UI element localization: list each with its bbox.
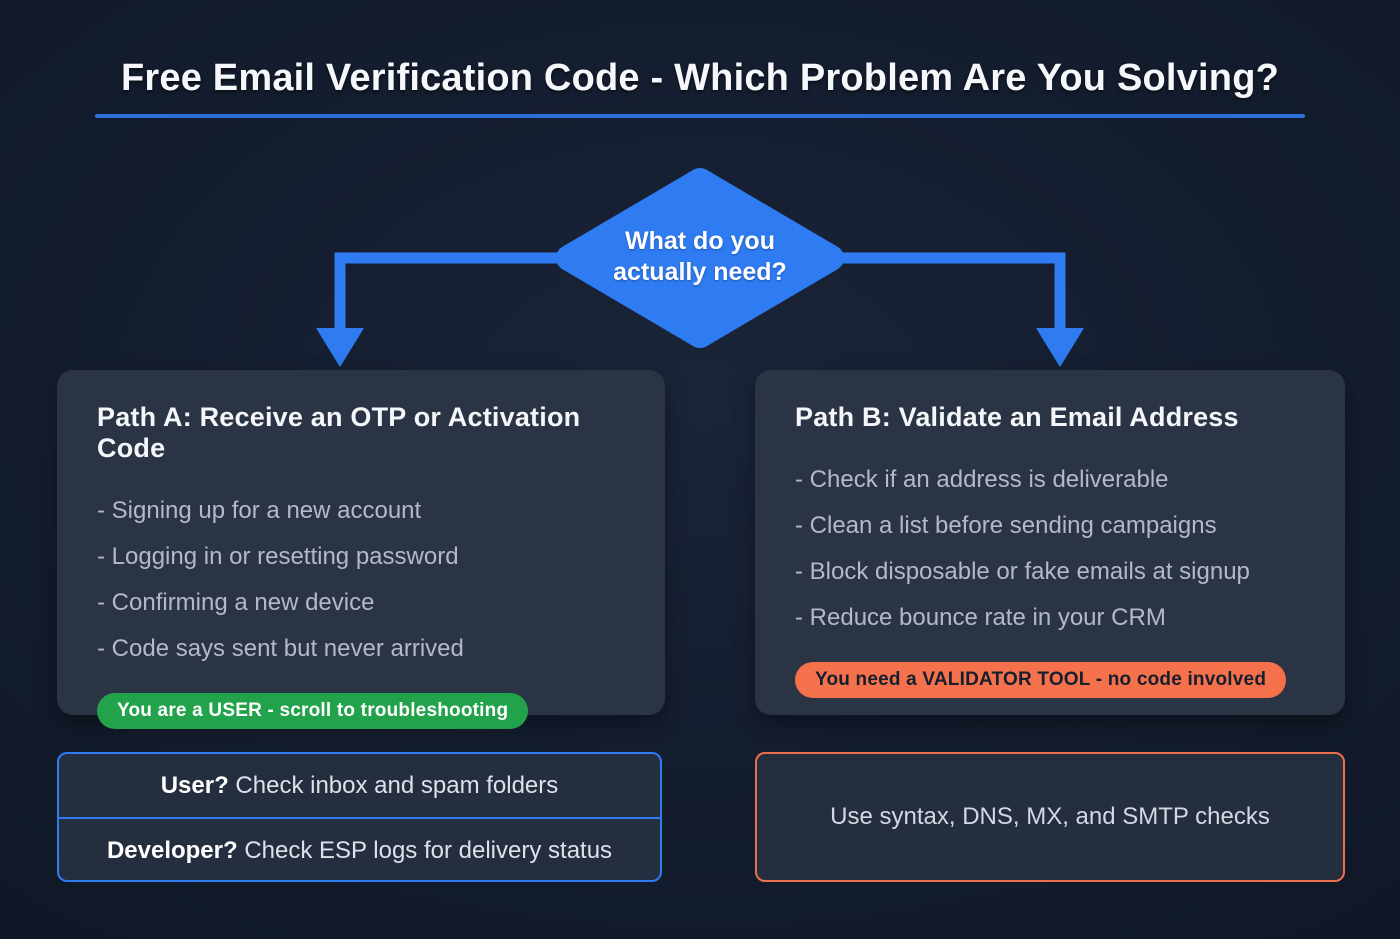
footer-developer-row: Developer? Check ESP logs for delivery s…	[59, 817, 660, 882]
footer-developer-row-bold: Developer?	[106, 836, 238, 864]
title-underline	[95, 114, 1305, 118]
path-b-heading: Path B: Validate an Email Address	[795, 402, 1239, 432]
path-a-list: - Signing up for a new account - Logging…	[97, 488, 625, 672]
footer-user-row-bold: User?	[160, 771, 229, 799]
list-item: - Signing up for a new account	[97, 497, 422, 524]
path-a-badge: You are a USER - scroll to troubleshooti…	[97, 693, 529, 729]
footer-user-developer-box: User? Check inbox and spam folders Devel…	[57, 752, 662, 882]
list-item: - Check if an address is deliverable	[795, 466, 1169, 493]
decision-label-line2: actually need?	[613, 258, 787, 286]
path-a-card: Path A: Receive an OTP or Activation Cod…	[48, 370, 665, 729]
path-b-card: Path B: Validate an Email Address - Chec…	[746, 370, 1345, 721]
page-title: Free Email Verification Code - Which Pro…	[120, 57, 1280, 99]
footer-developer-row-text: Check ESP logs for delivery status	[244, 836, 613, 864]
footer-validator-box: Use syntax, DNS, MX, and SMTP checks	[755, 752, 1345, 882]
list-item: - Confirming a new device	[97, 589, 375, 616]
list-item: - Clean a list before sending campaigns	[795, 512, 1217, 539]
list-item: - Block disposable or fake emails at sig…	[795, 558, 1250, 585]
list-item: - Logging in or resetting password	[97, 543, 459, 570]
list-item: - Reduce bounce rate in your CRM	[795, 604, 1166, 631]
footer-validator-text: Use syntax, DNS, MX, and SMTP checks	[830, 803, 1270, 830]
decision-node-label: What do you actually need?	[555, 226, 845, 288]
path-b-list: - Check if an address is deliverable - C…	[795, 457, 1305, 641]
arrowhead-right-icon	[1036, 328, 1084, 367]
path-a-heading: Path A: Receive an OTP or Activation Cod…	[97, 402, 581, 463]
arrowhead-left-icon	[316, 328, 364, 367]
path-b-badge: You need a VALIDATOR TOOL - no code invo…	[795, 662, 1287, 698]
list-item: - Code says sent but never arrived	[97, 635, 464, 662]
footer-user-row-text: Check inbox and spam folders	[235, 771, 559, 799]
footer-user-row: User? Check inbox and spam folders	[59, 754, 660, 817]
decision-label-line1: What do you	[625, 227, 775, 255]
